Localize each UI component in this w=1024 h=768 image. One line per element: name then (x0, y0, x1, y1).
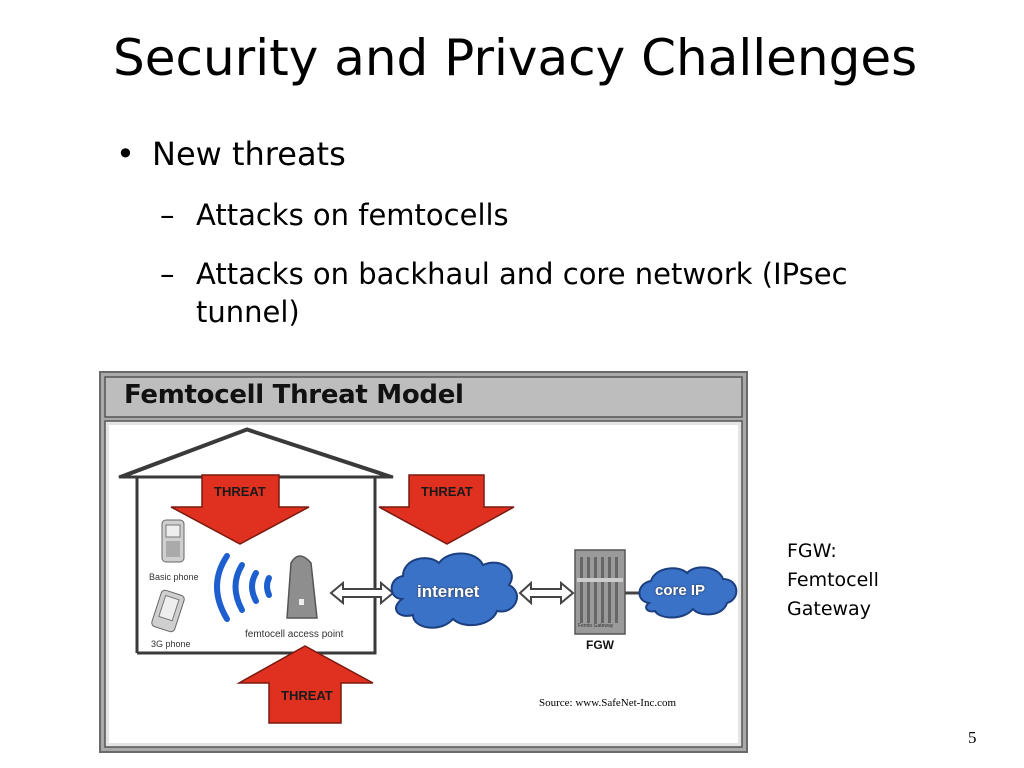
fgw-definition-line: FGW: (787, 540, 837, 562)
basic-phone-icon (161, 519, 185, 563)
subbullet-text: Attacks on backhaul and core network (IP… (196, 257, 848, 329)
core-ip-cloud-icon (638, 566, 738, 619)
subbullet-attacks-femtocells: – Attacks on femtocells (160, 196, 509, 234)
bullet-marker: • (116, 135, 135, 173)
subbullet-attacks-backhaul: – Attacks on backhaul and core network (… (160, 255, 848, 329)
slide-title: Security and Privacy Challenges (113, 29, 918, 87)
bullet-text: New threats (152, 135, 346, 173)
link-arrow-internet-fgw (518, 580, 575, 606)
page-number: 5 (968, 728, 977, 747)
internet-label: internet (417, 582, 480, 601)
fgw-definition: FGW: Femtocell Gateway (787, 537, 937, 624)
threat-model-diagram (99, 371, 748, 753)
threat-label-bottom: THREAT (281, 688, 333, 703)
fgw-definition-line: Femtocell (787, 569, 879, 591)
femto-gateway-device-label: Femto Gateway (578, 623, 614, 629)
fgw-definition-line: Gateway (787, 598, 871, 620)
femto-gateway-device-icon (574, 549, 626, 635)
subbullet-marker: – (160, 198, 175, 232)
source-credit: Source: www.SafeNet-Inc.com (539, 697, 677, 709)
3g-phone-label: 3G phone (151, 639, 191, 649)
internet-cloud-icon (390, 552, 518, 629)
threat-arrow-bottom (236, 645, 374, 724)
access-point-label: femtocell access point (245, 629, 344, 640)
threat-arrow-top-middle (378, 474, 515, 545)
core-ip-label: core IP (655, 582, 706, 599)
3g-phone-icon (151, 589, 185, 633)
bullet-new-threats: • New threats (116, 133, 346, 175)
subbullet-marker: – (160, 257, 175, 291)
basic-phone-label: Basic phone (149, 572, 199, 582)
subbullet-text: Attacks on femtocells (196, 198, 509, 232)
threat-label-left: THREAT (214, 484, 266, 499)
femtocell-access-point-icon (286, 555, 318, 619)
fgw-label: FGW (586, 638, 614, 652)
threat-label-middle: THREAT (421, 484, 473, 499)
wireless-signal-icon (214, 553, 272, 622)
threat-arrow-top-left (170, 474, 310, 545)
figure-title: Femtocell Threat Model (124, 380, 464, 410)
threat-model-figure: Femtocell Threat Model THREAT THREAT THR… (99, 371, 748, 753)
